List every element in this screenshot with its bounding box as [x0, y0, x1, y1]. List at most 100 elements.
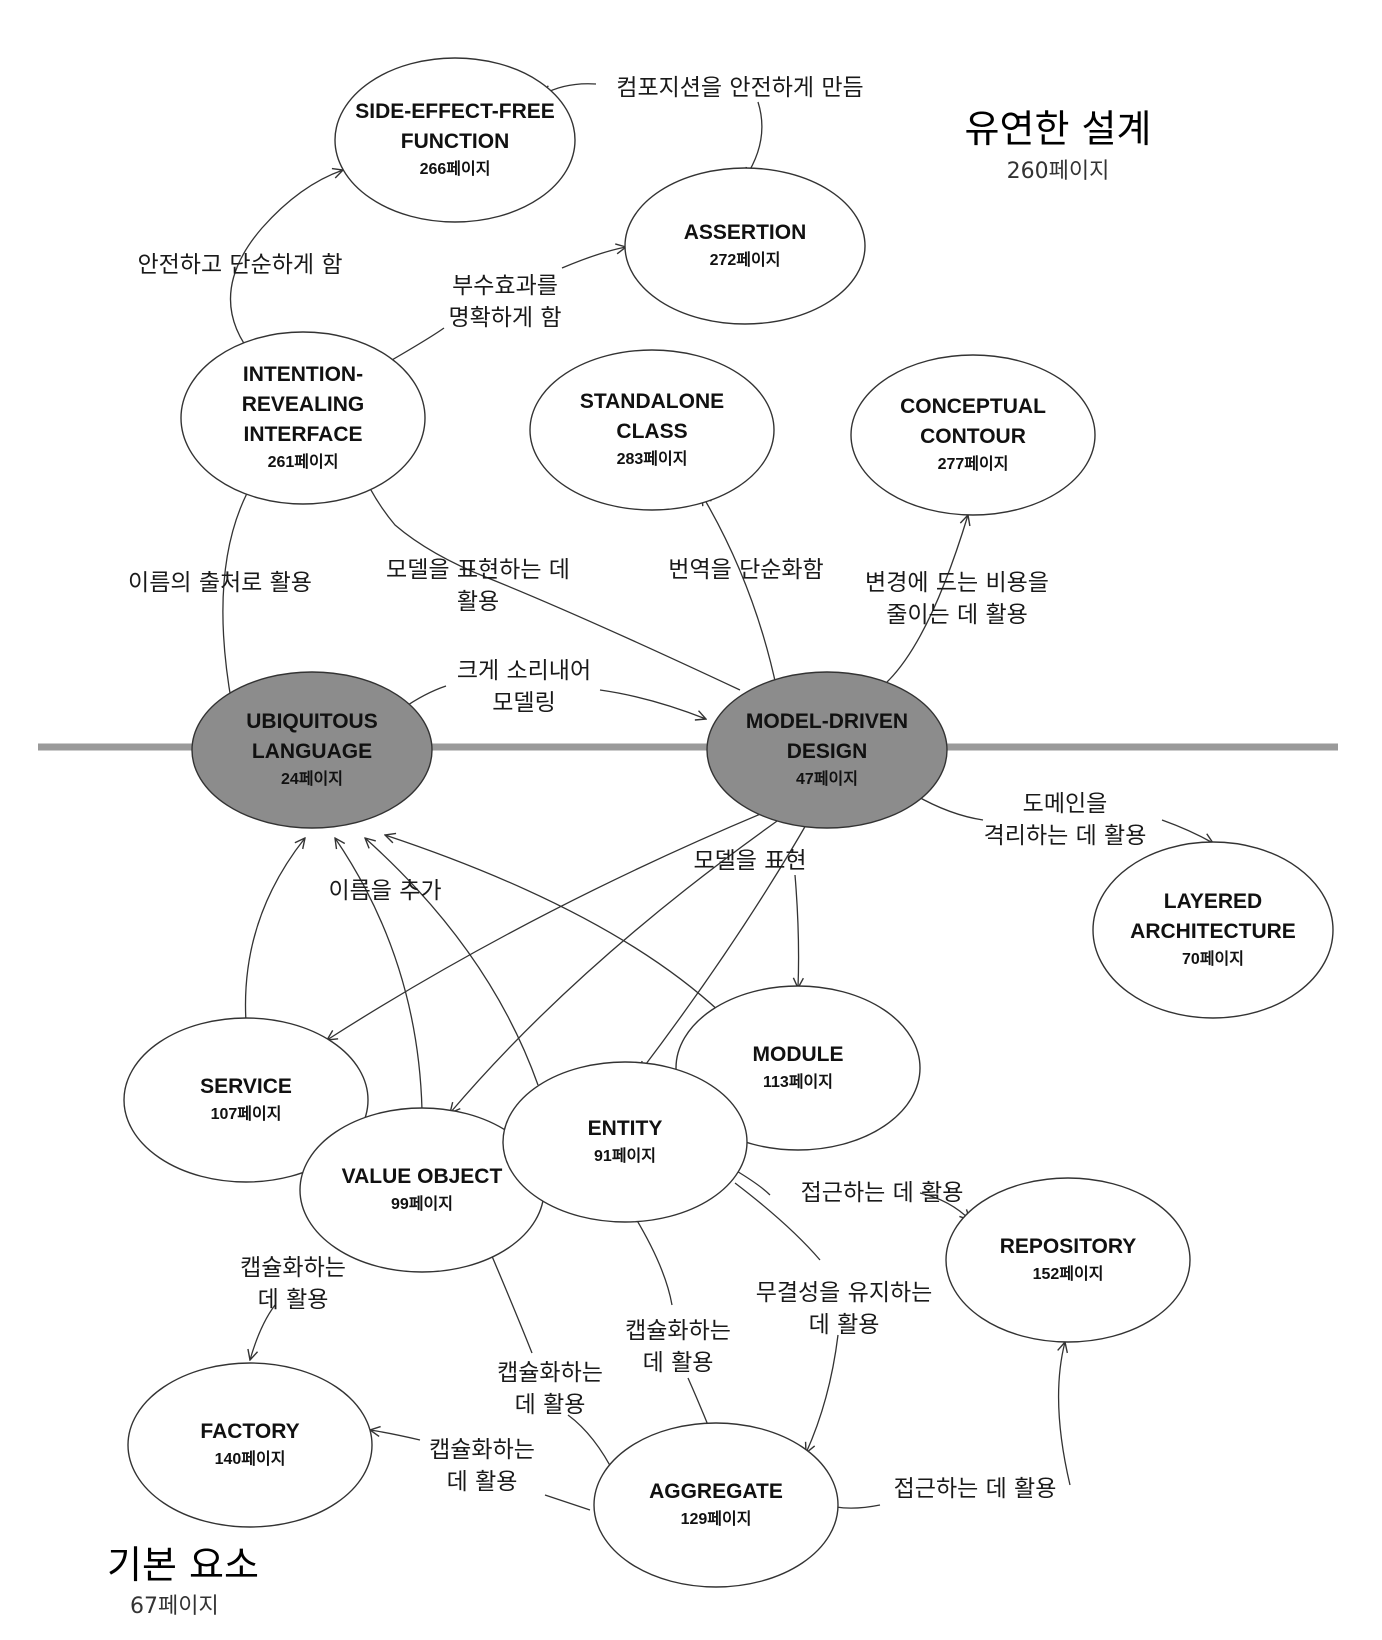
node-title-line: ARCHITECTURE: [1130, 920, 1296, 943]
edge-composition-to-assertion: [745, 101, 763, 178]
edge-label-make-composition-safe: 컴포지션을 안전하게 만듬: [616, 75, 863, 101]
node-page-ref: 283페이지: [617, 449, 688, 468]
edge-module-to-ubiquitous: [385, 835, 721, 1013]
edge-label-encapsulate-entity-agg: 캡슐화하는: [625, 1318, 731, 1344]
node-title-line: REPOSITORY: [1000, 1235, 1137, 1258]
edge-label-encapsulate-entity-agg: 데 활용: [643, 1350, 714, 1376]
node-title-line: CONCEPTUAL: [900, 395, 1046, 418]
node-title-line: DESIGN: [787, 740, 868, 763]
node-title-line: FUNCTION: [401, 130, 510, 153]
node-title-line: AGGREGATE: [649, 1480, 783, 1503]
edge-mdd-to-value-object: [450, 813, 788, 1113]
edge-label-encapsulate-vo-agg: 데 활용: [515, 1392, 586, 1418]
node-title-line: VALUE OBJECT: [342, 1165, 503, 1188]
edge-aggregate-to-factory: [370, 1430, 591, 1511]
edge-vo-to-factory: [250, 1304, 276, 1360]
edge-label-encapsulate-vo-factory: 캡슐화하는: [240, 1255, 346, 1281]
node-ellipse: [624, 167, 866, 325]
region-page-building-blocks: 67페이지: [130, 1594, 219, 1619]
edge-service-to-ubiquitous: [244, 838, 305, 1023]
node-title-line: INTENTION-: [243, 363, 363, 386]
edge-label-isolate-domain: 격리하는 데 활용: [984, 823, 1147, 849]
node-ellipse: [945, 1177, 1191, 1343]
node-title-line: LANGUAGE: [252, 740, 372, 763]
node-ellipse: [123, 1017, 369, 1183]
edge-label-reduce-change-cost: 변경에 드는 비용을: [865, 570, 1049, 596]
edge-label-encapsulate-agg-factory: 캡슐화하는: [429, 1437, 535, 1463]
node-layered-architecture: LAYERED ARCHITECTURE 70페이지: [1092, 841, 1334, 1019]
node-side-effect-free: SIDE-EFFECT-FREE FUNCTION 266페이지: [334, 57, 576, 223]
node-page-ref: 99페이지: [391, 1194, 453, 1213]
region-title-supple-design: 유연한 설계: [965, 107, 1152, 151]
node-title-line: ENTITY: [588, 1117, 663, 1140]
node-title-line: INTERFACE: [243, 423, 362, 446]
edge-label-names-enter: 이름을 추가: [328, 878, 441, 904]
node-page-ref: 266페이지: [420, 159, 491, 178]
edge-intention-to-side-effect: [229, 170, 343, 365]
edge-label-source-of-names: 이름의 출처로 활용: [128, 570, 312, 596]
region-page-supple-design: 260페이지: [1007, 159, 1110, 184]
edge-label-express-model-with: 모델을 표현: [693, 848, 806, 874]
node-ellipse: [502, 1061, 748, 1223]
edge-mdd-to-entity: [640, 817, 811, 1072]
node-page-ref: 140페이지: [215, 1449, 286, 1468]
edge-label-encapsulate-vo-factory: 데 활용: [258, 1287, 329, 1313]
node-ellipse: [191, 671, 433, 829]
node-page-ref: 91페이지: [594, 1146, 656, 1165]
edge-aggregate-to-repository: [835, 1342, 1070, 1509]
node-page-ref: 70페이지: [1182, 949, 1244, 968]
edge-label-encapsulate-vo-agg: 캡슐화하는: [497, 1360, 603, 1386]
node-ellipse: [127, 1362, 373, 1528]
node-page-ref: 152페이지: [1033, 1264, 1104, 1283]
node-title-line: REVEALING: [242, 393, 365, 416]
edge-mdd-to-conceptual: [886, 515, 968, 683]
node-title-line: SERVICE: [200, 1075, 292, 1098]
node-title-line: SIDE-EFFECT-FREE: [355, 100, 555, 123]
node-title-line: FACTORY: [200, 1420, 299, 1443]
node-ellipse: [593, 1422, 839, 1588]
node-page-ref: 113페이지: [763, 1072, 833, 1091]
node-ellipse: [850, 354, 1096, 516]
node-page-ref: 277페이지: [938, 454, 1009, 473]
node-entity: ENTITY 91페이지: [502, 1061, 748, 1223]
node-title-line: UBIQUITOUS: [246, 710, 377, 733]
edge-mdd-to-standalone: [702, 495, 778, 691]
node-factory: FACTORY 140페이지: [127, 1362, 373, 1528]
region-title-building-blocks: 기본 요소: [107, 1543, 259, 1587]
node-ellipse: [706, 671, 948, 829]
node-title-line: LAYERED: [1164, 890, 1262, 913]
region-building-blocks: 기본 요소 67페이지: [107, 1543, 259, 1619]
edge-label-express-model: 활용: [457, 589, 499, 615]
edge-label-model-out-loud: 크게 소리내어: [457, 658, 591, 684]
node-page-ref: 47페이지: [796, 769, 858, 788]
node-ellipse: [1092, 841, 1334, 1019]
edge-entity-to-ubiquitous: [365, 838, 539, 1086]
node-page-ref: 129페이지: [681, 1509, 752, 1528]
edge-label-isolate-domain: 도메인을: [1023, 791, 1108, 817]
node-ellipse: [180, 331, 426, 505]
edge-label-maintain-integrity: 데 활용: [809, 1312, 880, 1338]
edge-label-make-side-effects-explicit: 부수효과를: [452, 273, 558, 299]
node-aggregate: AGGREGATE 129페이지: [593, 1422, 839, 1588]
edge-mdd-to-service: [327, 809, 771, 1040]
node-page-ref: 24페이지: [281, 769, 343, 788]
edge-mdd-to-module: [795, 874, 799, 988]
node-page-ref: 272페이지: [710, 250, 781, 269]
node-page-ref: 261페이지: [268, 452, 339, 471]
node-ellipse: [334, 57, 576, 223]
node-repository: REPOSITORY 152페이지: [945, 1177, 1191, 1343]
edge-label-simplify-translation: 번역을 단순화함: [668, 557, 823, 583]
edge-label-access-with-entity: 접근하는 데 활용: [801, 1180, 964, 1206]
edge-label-access-with-agg: 접근하는 데 활용: [894, 1476, 1057, 1502]
node-title-line: ASSERTION: [684, 221, 807, 244]
node-title-line: CLASS: [616, 420, 687, 443]
node-ellipse: [529, 349, 775, 511]
edge-label-make-side-effects-explicit: 명확하게 함: [448, 305, 561, 331]
nodes: SIDE-EFFECT-FREE FUNCTION 266페이지 ASSERTION 2…: [123, 57, 1334, 1588]
node-ellipse: [675, 985, 921, 1151]
